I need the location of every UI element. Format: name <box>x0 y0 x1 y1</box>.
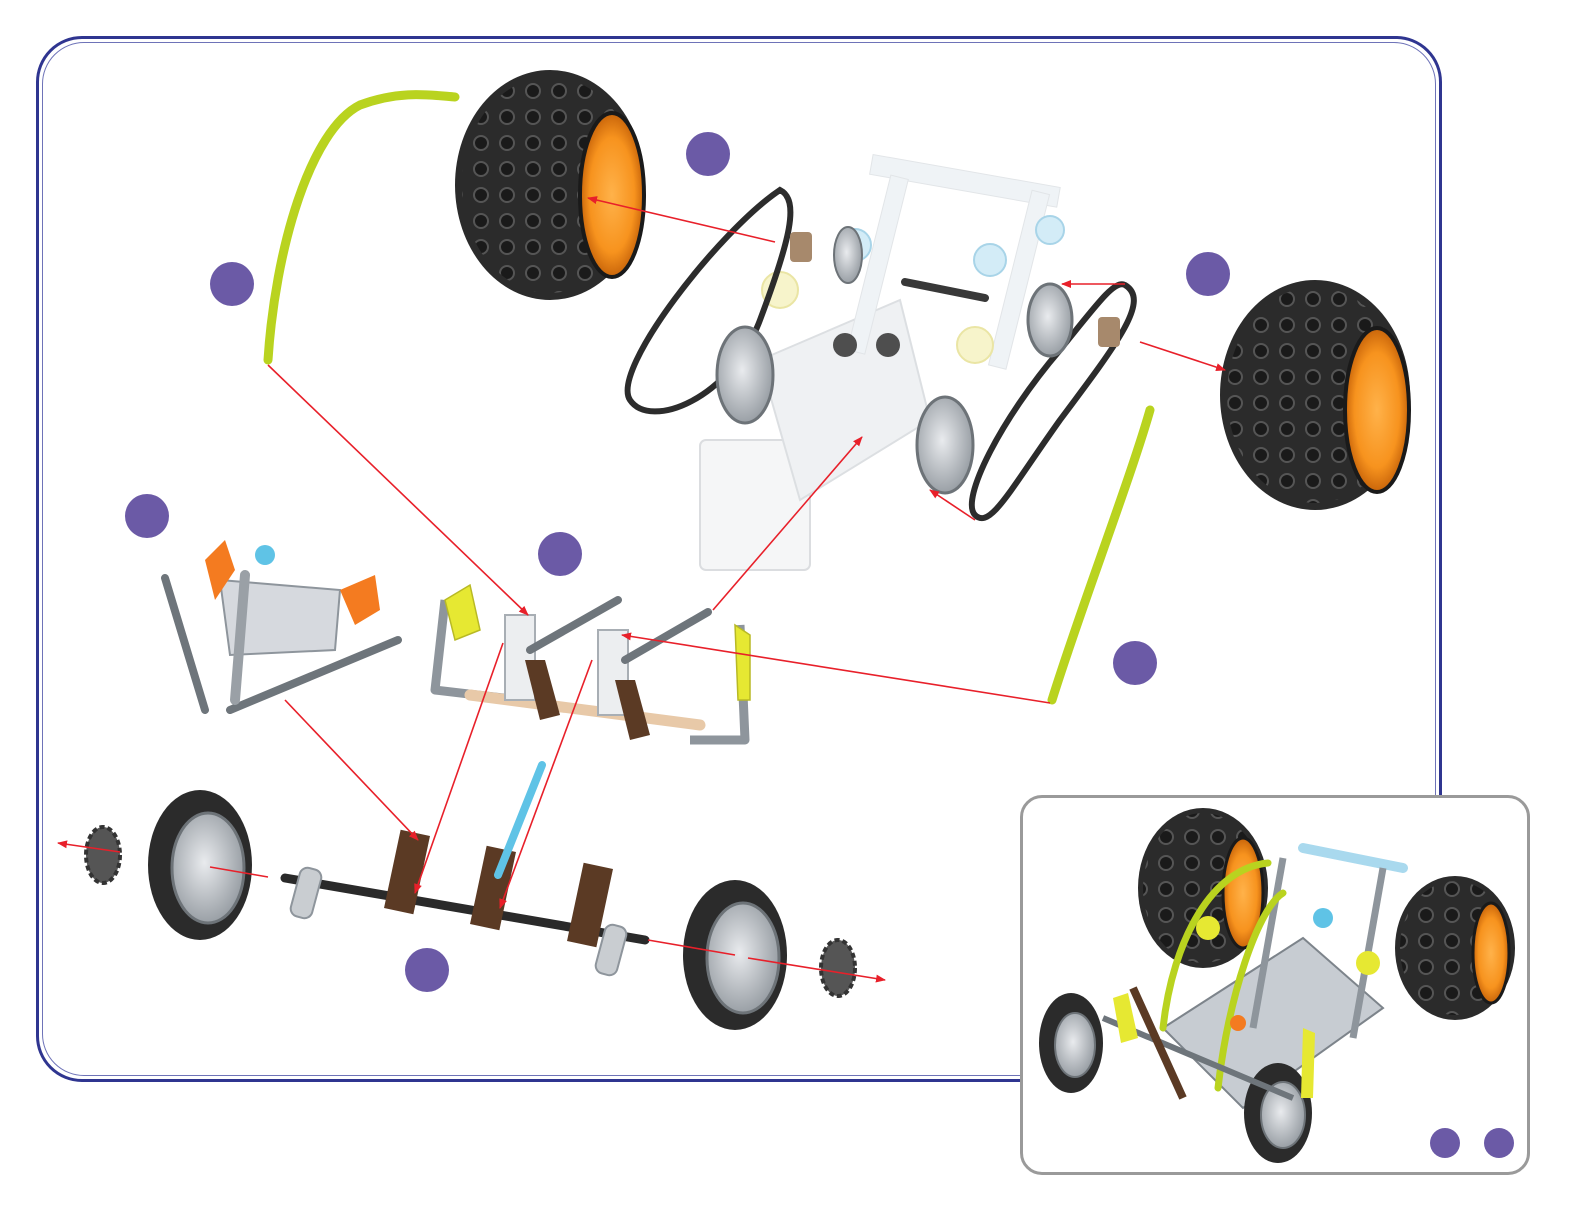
arrow-icon <box>1140 342 1225 370</box>
inset-step-markers <box>1430 1128 1514 1158</box>
arrow-icon <box>622 635 1050 703</box>
suspension-bracket-left <box>165 540 398 710</box>
step-marker-icon <box>1484 1128 1514 1158</box>
arrow-icon <box>285 700 418 840</box>
blue-rod <box>498 765 542 875</box>
arrow-icon <box>268 365 528 615</box>
gear-left <box>86 827 120 883</box>
step-marker-icon <box>125 494 169 538</box>
lime-rod-left <box>268 95 455 360</box>
step-marker-icon <box>210 262 254 306</box>
completed-model <box>1023 798 1530 1175</box>
step-marker-icon <box>538 532 582 576</box>
step-marker-icon <box>1113 641 1157 685</box>
step-marker-icon <box>1430 1128 1460 1158</box>
big-tire-rear-right <box>1220 280 1410 510</box>
gear-right <box>821 940 855 996</box>
inset-tire-rear-right <box>1395 876 1515 1020</box>
front-bracket-assembly <box>435 585 750 740</box>
step-marker-icon <box>405 948 449 992</box>
small-wheel-left <box>148 790 252 940</box>
front-axle-assembly <box>285 765 645 977</box>
big-tire-rear-left <box>455 70 645 300</box>
step-marker-icon <box>1186 252 1230 296</box>
arrow-icon <box>930 490 975 520</box>
step-marker-icon <box>686 132 730 176</box>
completed-model-inset <box>1020 795 1530 1175</box>
